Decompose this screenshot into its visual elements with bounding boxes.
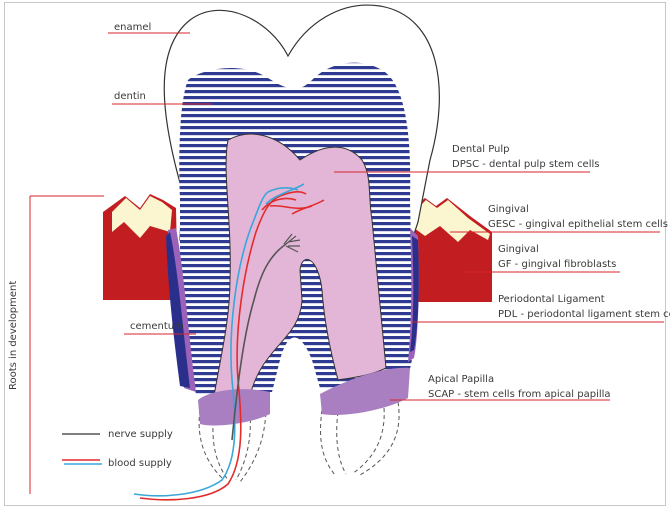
label-roots: Roots in development [8,281,19,390]
label-apical-title: Apical Papilla [428,374,494,385]
label-gingival1-title: Gingival [488,204,529,215]
label-pulp-sub: DPSC - dental pulp stem cells [452,159,599,170]
legend-blood-label: blood supply [108,458,172,469]
label-enamel: enamel [114,22,151,33]
label-pulp-title: Dental Pulp [452,144,510,155]
label-apical-sub: SCAP - stem cells from apical papilla [428,389,611,400]
legend-nerve-label: nerve supply [108,429,173,440]
label-gingival1-sub: GESC - gingival epithelial stem cells [488,219,668,230]
label-cementum: cementum [130,321,184,332]
label-gingival2-title: Gingival [498,244,539,255]
label-pdl-sub: PDL - periodontal ligament stem cells [498,309,670,320]
label-pdl-title: Periodontal Ligament [498,294,605,305]
legend-lines [62,434,102,464]
label-gingival2-sub: GF - gingival fibroblasts [498,259,616,270]
label-dentin: dentin [114,91,146,102]
gum-right [410,198,492,302]
